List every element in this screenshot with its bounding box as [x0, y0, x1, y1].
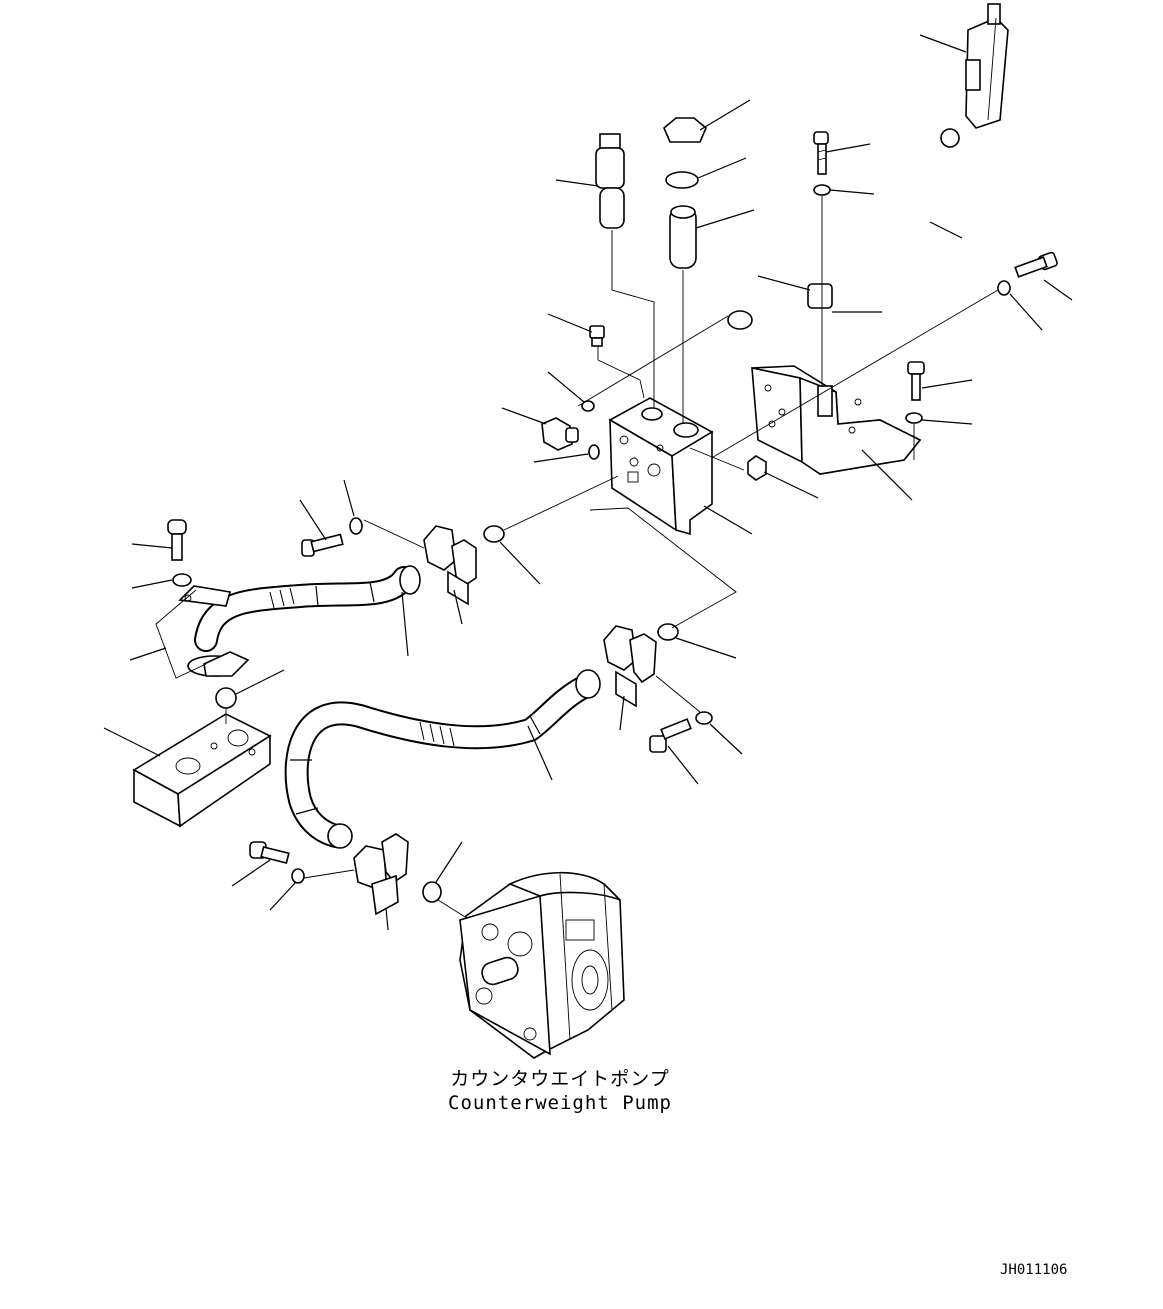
leader-line	[499, 541, 541, 585]
leader-line	[131, 579, 173, 589]
o-ring	[657, 623, 679, 641]
leader-line	[453, 589, 463, 625]
leader-line	[695, 209, 755, 229]
pump-caption-japanese: カウンタウエイトポンプ	[450, 1068, 670, 1090]
bolt-lower-right	[649, 718, 692, 753]
o-ring	[483, 525, 505, 543]
leader-line	[129, 647, 167, 661]
o-ring	[665, 171, 699, 189]
drawing-id: JH011106	[1000, 1262, 1068, 1278]
leader-line	[619, 695, 625, 731]
washer	[172, 573, 192, 587]
leader-line	[921, 419, 973, 425]
pump-caption-english: Counterweight Pump	[448, 1092, 672, 1114]
leader-line	[1043, 279, 1073, 301]
bracket	[751, 365, 922, 475]
hose-lower	[284, 669, 601, 849]
split-flange-lower-left	[353, 833, 409, 916]
leader-line	[861, 449, 913, 501]
hose-upper-right	[727, 128, 960, 330]
leader-line	[921, 379, 973, 389]
assembly-line	[707, 289, 999, 461]
leader-line	[763, 471, 819, 499]
assembly-line	[611, 230, 655, 408]
o-ring	[422, 881, 442, 903]
assembly-line	[503, 475, 619, 531]
washer	[695, 711, 713, 725]
bolt-bracket-right-lower	[907, 361, 925, 401]
breather	[747, 455, 767, 481]
leader-line	[235, 669, 285, 695]
pressure-sensor	[595, 133, 625, 229]
leader-line	[547, 313, 593, 333]
leader-line	[929, 221, 963, 239]
manifold-block	[608, 397, 714, 536]
split-flange-top-left	[178, 585, 250, 677]
plug	[589, 325, 605, 347]
leader-line	[699, 99, 751, 131]
hose-upper-left	[187, 565, 421, 677]
leader-line	[829, 189, 875, 195]
leader-line	[703, 505, 753, 535]
split-flange-lower-right	[603, 625, 657, 708]
bolt-lower-left	[249, 841, 290, 864]
bolt-bracket-top	[813, 131, 829, 175]
assembly-line	[303, 869, 355, 879]
leader-line	[1009, 293, 1043, 331]
leader-line	[385, 907, 389, 931]
counterweight-pump	[459, 871, 625, 1059]
leader-line	[697, 157, 747, 179]
assembly-line	[589, 507, 737, 629]
assembly-line	[655, 675, 701, 713]
leader-line	[555, 179, 599, 187]
assembly-line	[437, 899, 471, 921]
leader-line	[527, 725, 553, 781]
leader-line	[825, 143, 871, 153]
bolt-bracket-right-upper	[1014, 251, 1058, 278]
washer	[905, 412, 923, 424]
leader-line	[269, 881, 297, 911]
washer	[349, 517, 363, 535]
leader-line	[919, 34, 967, 53]
leader-line	[757, 275, 811, 291]
o-ring	[581, 400, 595, 412]
bolt-top-left	[167, 519, 187, 561]
leader-line	[435, 841, 463, 883]
leader-line	[709, 723, 743, 755]
leader-line	[343, 479, 355, 517]
leader-line	[231, 859, 271, 887]
o-ring	[588, 444, 600, 460]
leader-line	[533, 453, 589, 463]
leader-line	[675, 637, 737, 659]
bolt-mid-left	[301, 533, 344, 557]
split-flange-upper-center	[423, 525, 477, 606]
washer	[997, 280, 1011, 296]
leader-line	[547, 371, 585, 403]
port-block	[132, 713, 272, 828]
leader-line	[501, 407, 547, 425]
leader-line	[667, 745, 699, 785]
leader-line	[131, 543, 173, 549]
leader-line	[299, 499, 327, 541]
assembly-line	[597, 359, 645, 399]
washer	[291, 868, 305, 884]
assembly-line	[689, 447, 745, 471]
washer	[813, 184, 831, 196]
o-ring	[215, 687, 237, 709]
leader-line	[103, 727, 161, 757]
leader-line	[401, 591, 409, 657]
top-right-valve	[965, 3, 1009, 129]
assembly-line	[363, 519, 425, 549]
assembly-line	[155, 589, 207, 679]
cap	[663, 117, 707, 143]
sleeve	[669, 205, 697, 269]
fitting	[541, 417, 579, 451]
assembly-line	[577, 315, 729, 407]
